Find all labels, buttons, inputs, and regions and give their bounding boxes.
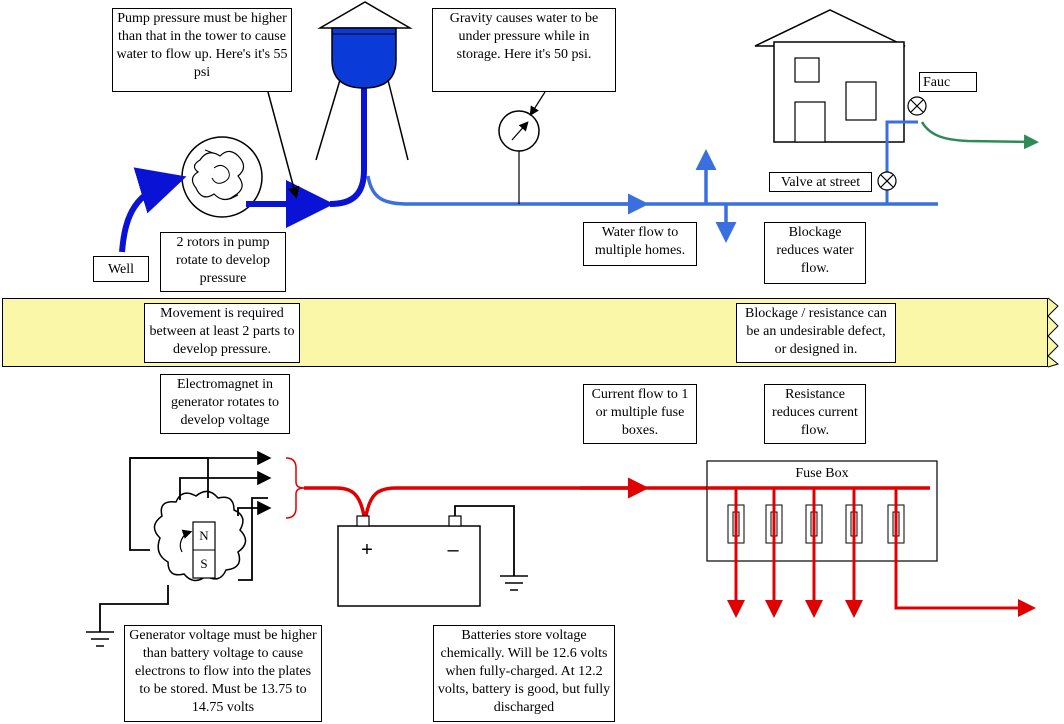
faucet-icon — [907, 96, 927, 116]
battery-icon — [337, 515, 481, 607]
house-icon — [754, 9, 906, 143]
generator-note: Generator voltage must be higher than ba… — [124, 625, 322, 722]
battery-ground-wire — [454, 505, 515, 576]
flow-note: Water flow to multiple homes. — [583, 222, 697, 266]
tower-riser-pipe — [329, 70, 367, 207]
gravity-callout-arrow — [529, 91, 546, 117]
fuse-box-label: Fuse Box — [795, 466, 848, 481]
battery-plus-label: + — [361, 539, 373, 561]
faucet-label: Fauc — [919, 72, 977, 92]
battery-charge-line — [304, 486, 366, 517]
battery-ground-icon — [500, 575, 528, 591]
pump-callout-arrow — [267, 91, 300, 199]
current-note: Current flow to 1 or multiple fuse boxes… — [583, 384, 697, 444]
movement-note: Movement is required between at least 2 … — [144, 303, 300, 363]
fuse-circuits — [727, 488, 905, 618]
electromagnet-note: Electromagnet in generator rotates to de… — [160, 374, 290, 434]
water-tower-icon — [315, 1, 413, 161]
gravity-note: Gravity causes water to be under pressur… — [432, 8, 616, 92]
well-flow-arrow — [119, 167, 187, 253]
band-torn-edge — [1047, 297, 1060, 368]
battery-minus-label: – — [447, 539, 459, 561]
pressure-gauge-icon — [498, 110, 540, 204]
ground-icon — [86, 631, 114, 647]
valve-label: Valve at street — [769, 172, 872, 192]
magnet-north-label: N — [199, 528, 209, 543]
magnet-south-label: S — [200, 556, 207, 571]
pump-pressure-note: Pump pressure must be higher than that i… — [112, 8, 292, 92]
battery-note: Batteries store voltage chemically. Will… — [433, 625, 615, 722]
generator-output-wires — [99, 450, 272, 632]
faucet-outflow-arrow — [920, 121, 1039, 150]
well-label: Well — [93, 256, 149, 282]
main-water-line — [366, 175, 938, 206]
resistance-note: Resistance reduces current flow. — [764, 384, 866, 444]
main-current-line — [364, 486, 930, 517]
blockage-note: Blockage reduces water flow. — [764, 222, 866, 284]
output-brace — [285, 457, 305, 519]
resistance-band-note: Blockage / resistance can be an undesira… — [736, 303, 896, 363]
fuse-extended-circuit — [894, 488, 1036, 617]
rotors-note: 2 rotors in pump rotate to develop press… — [160, 232, 286, 292]
valve-icon — [877, 171, 897, 191]
generator-icon — [153, 490, 247, 582]
